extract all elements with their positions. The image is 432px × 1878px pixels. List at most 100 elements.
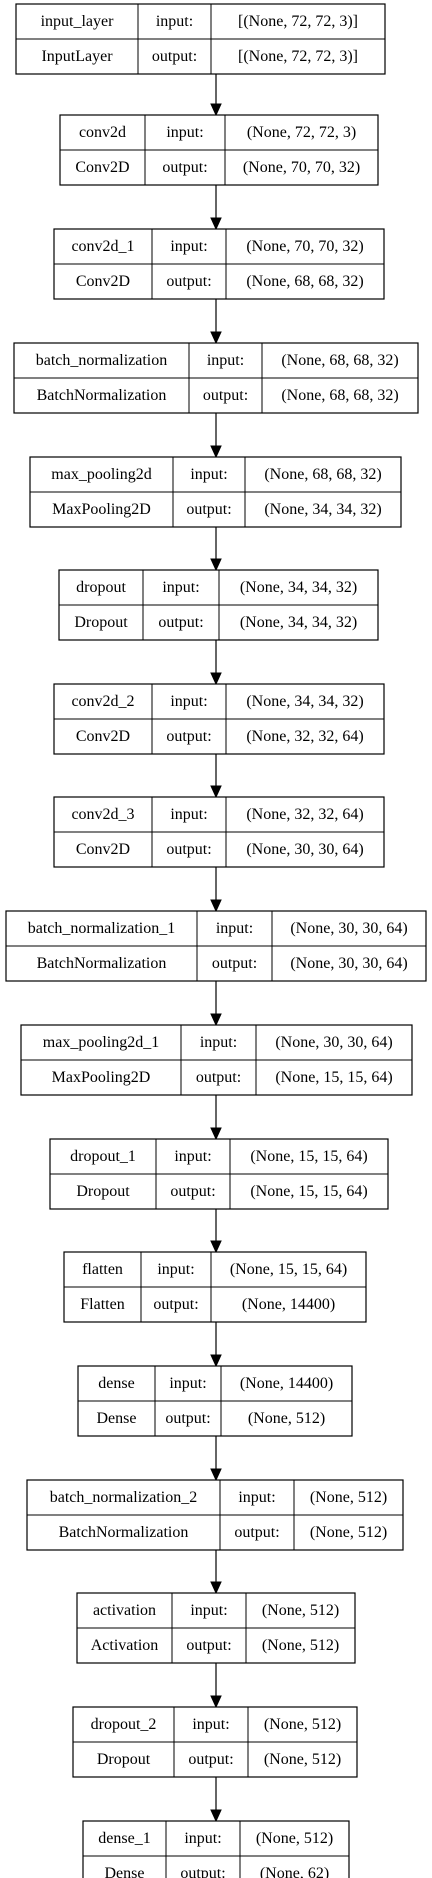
layer-type: MaxPooling2D [52,501,151,518]
edge-arrow [210,640,222,686]
input-label: input: [190,466,227,483]
layer-name: conv2d_3 [71,806,134,823]
layer-name: batch_normalization_2 [50,1489,198,1506]
input-label: input: [238,1489,275,1506]
output-label: output: [166,273,211,290]
layer-name: dropout_2 [91,1716,157,1733]
layer-type: InputLayer [41,48,113,65]
layer-name: batch_normalization_1 [28,920,176,937]
input-shape: (None, 30, 30, 64) [275,1034,392,1051]
input-shape: (None, 15, 15, 64) [250,1148,367,1165]
output-shape: (None, 512) [264,1751,341,1768]
layer-type: Dropout [97,1751,151,1768]
edge-arrow [210,74,222,117]
edge-arrow [210,299,222,345]
input-label: input: [156,13,193,30]
output-shape: (None, 34, 34, 32) [240,614,357,631]
input-label: input: [207,352,244,369]
output-label: output: [203,387,248,404]
output-shape: [(None, 72, 72, 3)] [238,48,358,65]
output-shape: (None, 34, 34, 32) [264,501,381,518]
input-shape: (None, 512) [262,1602,339,1619]
input-shape: (None, 72, 72, 3) [247,124,356,141]
input-shape: (None, 32, 32, 64) [246,806,363,823]
layer-name: dense [98,1375,134,1392]
edge-arrow [210,1550,222,1595]
input-shape: [(None, 72, 72, 3)] [238,13,358,30]
input-shape: (None, 512) [310,1489,387,1506]
input-shape: (None, 30, 30, 64) [290,920,407,937]
output-label: output: [186,501,231,518]
layer-type: BatchNormalization [59,1524,189,1541]
input-label: input: [216,920,253,937]
input-shape: (None, 70, 70, 32) [246,238,363,255]
layer-name: conv2d_2 [71,693,134,710]
layer-type: Dense [105,1865,145,1878]
layer-type: Conv2D [75,159,129,176]
output-label: output: [165,1410,210,1427]
output-shape: (None, 70, 70, 32) [243,159,360,176]
layer-type: BatchNormalization [37,955,167,972]
edge-arrow [210,527,222,572]
layer-name: conv2d_1 [71,238,134,255]
input-shape: (None, 34, 34, 32) [246,693,363,710]
layer-name: activation [93,1602,156,1619]
output-label: output: [158,614,203,631]
output-label: output: [170,1183,215,1200]
layer-name: dropout [76,579,126,596]
layer-node-activation: activationActivationinput:output:(None, … [76,1592,356,1664]
output-shape: (None, 14400) [242,1296,335,1313]
output-shape: (None, 32, 32, 64) [246,728,363,745]
input-label: input: [157,1261,194,1278]
output-shape: (None, 30, 30, 64) [246,841,363,858]
layer-name: dense_1 [98,1830,150,1847]
edge-arrow [210,981,222,1027]
layer-name: batch_normalization [36,352,168,369]
output-shape: (None, 30, 30, 64) [290,955,407,972]
input-shape: (None, 512) [256,1830,333,1847]
output-label: output: [166,841,211,858]
input-label: input: [184,1830,221,1847]
layer-type: Conv2D [76,841,130,858]
edge-arrow [210,1322,222,1368]
layer-type: Conv2D [76,728,130,745]
layer-name: input_layer [41,13,115,30]
layer-type: Dropout [76,1183,130,1200]
output-label: output: [212,955,257,972]
edge-arrow [210,1209,222,1254]
output-label: output: [180,1865,225,1878]
edge-arrow [210,867,222,913]
input-shape: (None, 15, 15, 64) [230,1261,347,1278]
layer-name: max_pooling2d [51,466,151,483]
layer-node-input-layer: input_layerInputLayerinput:output:[(None… [15,3,386,75]
output-shape: (None, 68, 68, 32) [246,273,363,290]
output-shape: (None, 512) [248,1410,325,1427]
input-shape: (None, 512) [264,1716,341,1733]
output-label: output: [234,1524,279,1541]
layer-type: Activation [91,1637,159,1654]
output-label: output: [153,1296,198,1313]
input-shape: (None, 68, 68, 32) [281,352,398,369]
input-shape: (None, 14400) [240,1375,333,1392]
edge-arrow [210,1777,222,1823]
output-label: output: [196,1069,241,1086]
input-label: input: [162,579,199,596]
layer-name: max_pooling2d_1 [43,1034,159,1051]
layer-name: flatten [82,1261,123,1278]
input-shape: (None, 34, 34, 32) [240,579,357,596]
layer-node-max-pooling2d-1: max_pooling2d_1MaxPooling2Dinput:output:… [20,1024,413,1096]
layer-type: Flatten [80,1296,124,1313]
layer-type: Dense [97,1410,137,1427]
edge-arrow [210,185,222,231]
layer-type: BatchNormalization [37,387,167,404]
input-label: input: [170,693,207,710]
